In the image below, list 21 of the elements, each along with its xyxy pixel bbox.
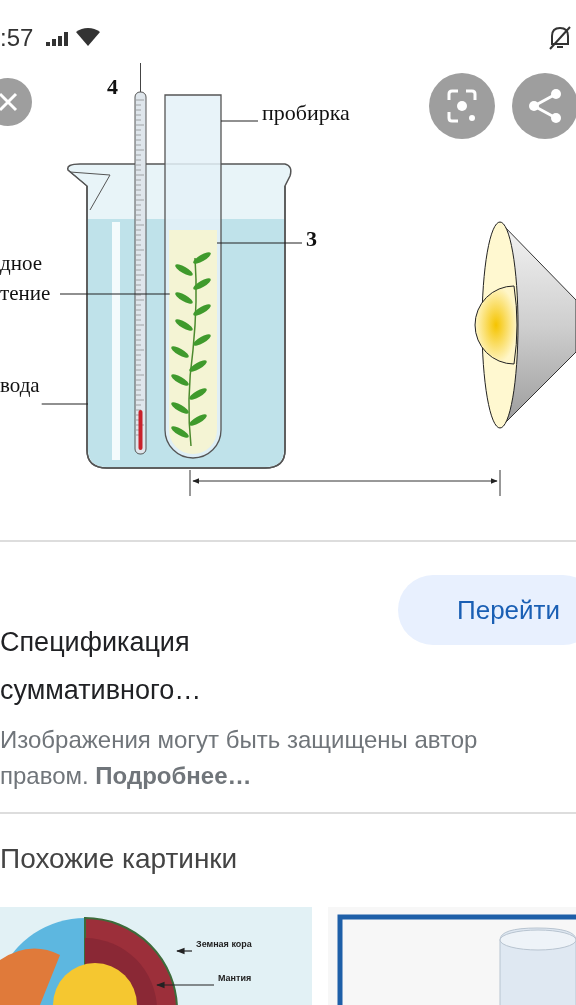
copyright-notice: правом. Подробнее… (0, 762, 252, 791)
part-label: пробирка (262, 100, 350, 127)
go-button: Перейти (398, 575, 576, 645)
callout-number: 3 (306, 226, 317, 253)
leader-line (216, 242, 303, 244)
result-title: Спецификация суммативного… (0, 626, 203, 707)
water-plant (171, 252, 211, 447)
part-label: дное тение (0, 248, 58, 308)
leader-line (220, 120, 259, 122)
leader-line (41, 403, 89, 405)
arrow (156, 981, 215, 989)
part-label: Мантия (218, 973, 252, 984)
copyright-notice: Изображения могут быть защищены автор (0, 726, 478, 755)
status-time: :57 (0, 24, 34, 53)
part-label: вода (0, 373, 40, 399)
callout-number: 4 (107, 74, 118, 101)
part-label: Земная кора (196, 939, 252, 950)
arrow (176, 947, 193, 955)
tube-liquid (169, 230, 217, 454)
leader-line (59, 293, 171, 295)
section-heading: Похожие картинки (0, 842, 238, 876)
